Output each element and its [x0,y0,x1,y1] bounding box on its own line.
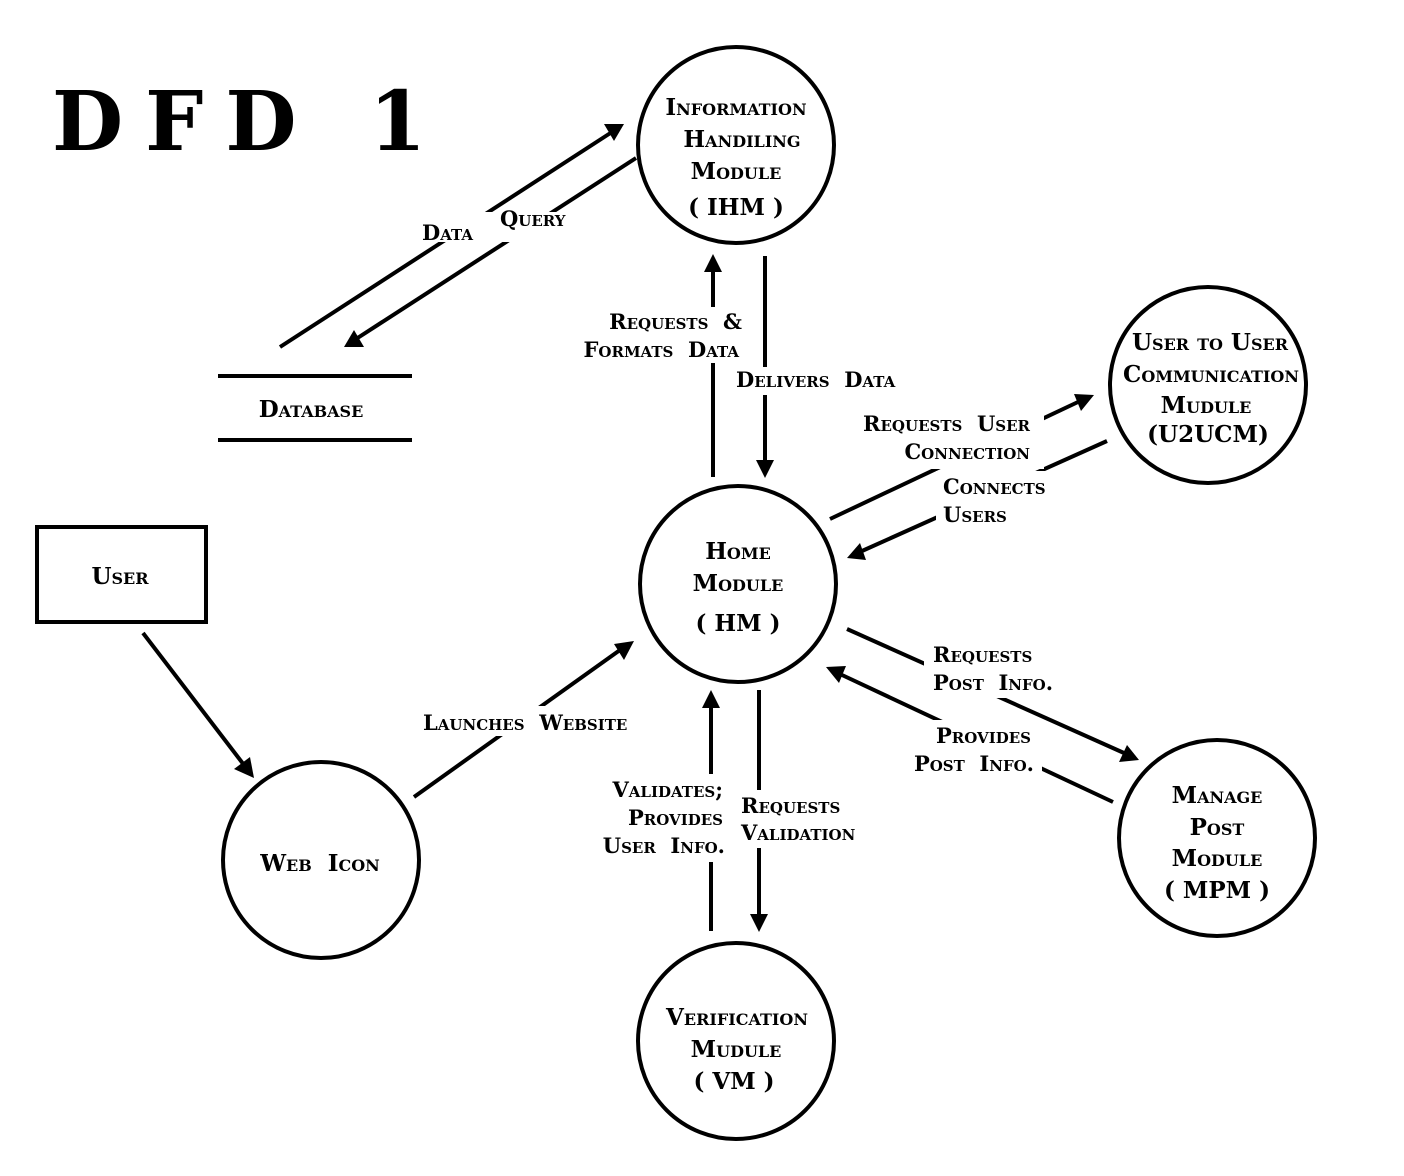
launches-website-arrowhead [614,641,634,660]
u2ucm-label-line-4: (U2UCM) [1147,421,1269,448]
ihm-process [636,45,836,245]
requests-formats-arrowhead [704,254,722,272]
launches-website-label-bg [418,706,623,736]
hm-label-line-1: Home [705,538,771,565]
database-label: Database [259,396,364,423]
requests-formats-label-bg [608,307,748,363]
delivers-data-label-bg [732,367,897,395]
provides-post-info-label-line-1: Provides [936,723,1031,748]
validates-provides-label-line-1: Validates; [611,777,723,802]
requests-validation-label-line-1: Requests [741,793,840,818]
connects-users-label-line-2: Users [943,502,1007,527]
validates-provides-arrowhead [702,690,720,708]
connects-users-label-line-1: Connects [943,474,1046,499]
requests-post-info-label-line-2: Post Info. [933,670,1053,695]
validates-provides-label-line-3: User Info. [603,833,725,858]
ihm-label-line-4: ( IHM ) [688,194,784,221]
ihm-label: Information Handiling Module ( IHM ) [665,94,806,221]
ihm-label-line-2: Handiling [683,126,800,153]
mpm-label-line-4: ( MPM ) [1164,877,1270,904]
mpm-label-line-2: Post [1190,814,1245,841]
provides-post-info-label-line-2: Post Info. [914,751,1034,776]
mpm-process [1117,738,1317,938]
vm-label-line-1: Verification [665,1004,808,1031]
requests-post-info-label-line-1: Requests [933,642,1032,667]
vm-label: Verification Mudule ( VM ) [665,1004,808,1095]
validates-provides-label-bg [608,774,732,862]
validates-provides-label-line-2: Provides [628,805,723,830]
hm-label-line-2: Module [693,570,784,597]
requests-user-connection-arrowhead [1074,394,1094,411]
vm-process [636,941,836,1141]
mpm-label: Manage Post Module ( MPM ) [1164,782,1270,904]
requests-validation-label-bg [735,790,863,848]
requests-formats-label-line-2: Formats Data [584,337,740,362]
user-entity [35,525,208,624]
provides-post-info-arrowhead [826,666,846,683]
web-icon-label: Web Icon [259,850,380,877]
connects-users-label-bg [936,471,1046,531]
u2ucm-label-line-3: Mudule [1161,392,1252,419]
delivers-data-arrowhead [756,460,774,478]
requests-user-connection-label-line-1: Requests User [863,411,1030,436]
delivers-data-label: Delivers Data [736,367,896,392]
u2ucm-label-line-1: User to User [1132,329,1289,356]
user-to-web-icon-arrowhead [234,757,254,778]
ihm-label-line-3: Module [691,158,782,185]
provides-post-info-label-bg [918,720,1042,778]
u2ucm-process [1108,285,1308,485]
data-query-label-bg [410,212,570,242]
diagram-title: DFD 1 [52,74,448,170]
web-icon-process [221,760,421,960]
query-flow-arrowhead [344,330,364,347]
requests-post-info-label-bg [924,640,1048,698]
mpm-label-line-1: Manage [1172,782,1263,809]
data-flow-arrowhead [604,124,624,141]
u2ucm-label: User to User Communication Mudule (U2UCM… [1123,329,1299,448]
u2ucm-label-line-2: Communication [1123,361,1299,388]
query-flow-line [354,156,638,341]
user-label: User [91,563,149,590]
vm-label-line-2: Mudule [691,1036,782,1063]
flow-labels: Data Query Requests & Formats Data Deliv… [422,206,1053,858]
requests-formats-label-line-1: Requests & [609,309,742,334]
hm-label-line-3: ( HM ) [696,610,781,637]
requests-validation-label-line-2: Validation [740,820,856,845]
requests-user-connection-label-line-2: Connection [904,439,1030,464]
requests-post-info-arrowhead [1119,745,1139,762]
hm-label: Home Module ( HM ) [693,538,784,637]
requests-user-connection-label-bg [866,409,1044,469]
data-flow-label: Data [422,220,473,245]
user-to-web-icon-line [141,631,246,767]
vm-label-line-3: ( VM ) [693,1068,774,1095]
launches-website-label: Launches Website [423,710,627,735]
ihm-label-line-1: Information [665,94,806,121]
mpm-label-line-3: Module [1172,845,1263,872]
hm-process [638,484,838,684]
requests-validation-arrowhead [750,914,768,932]
connects-users-arrowhead [847,543,866,560]
query-flow-label: Query [500,206,566,231]
